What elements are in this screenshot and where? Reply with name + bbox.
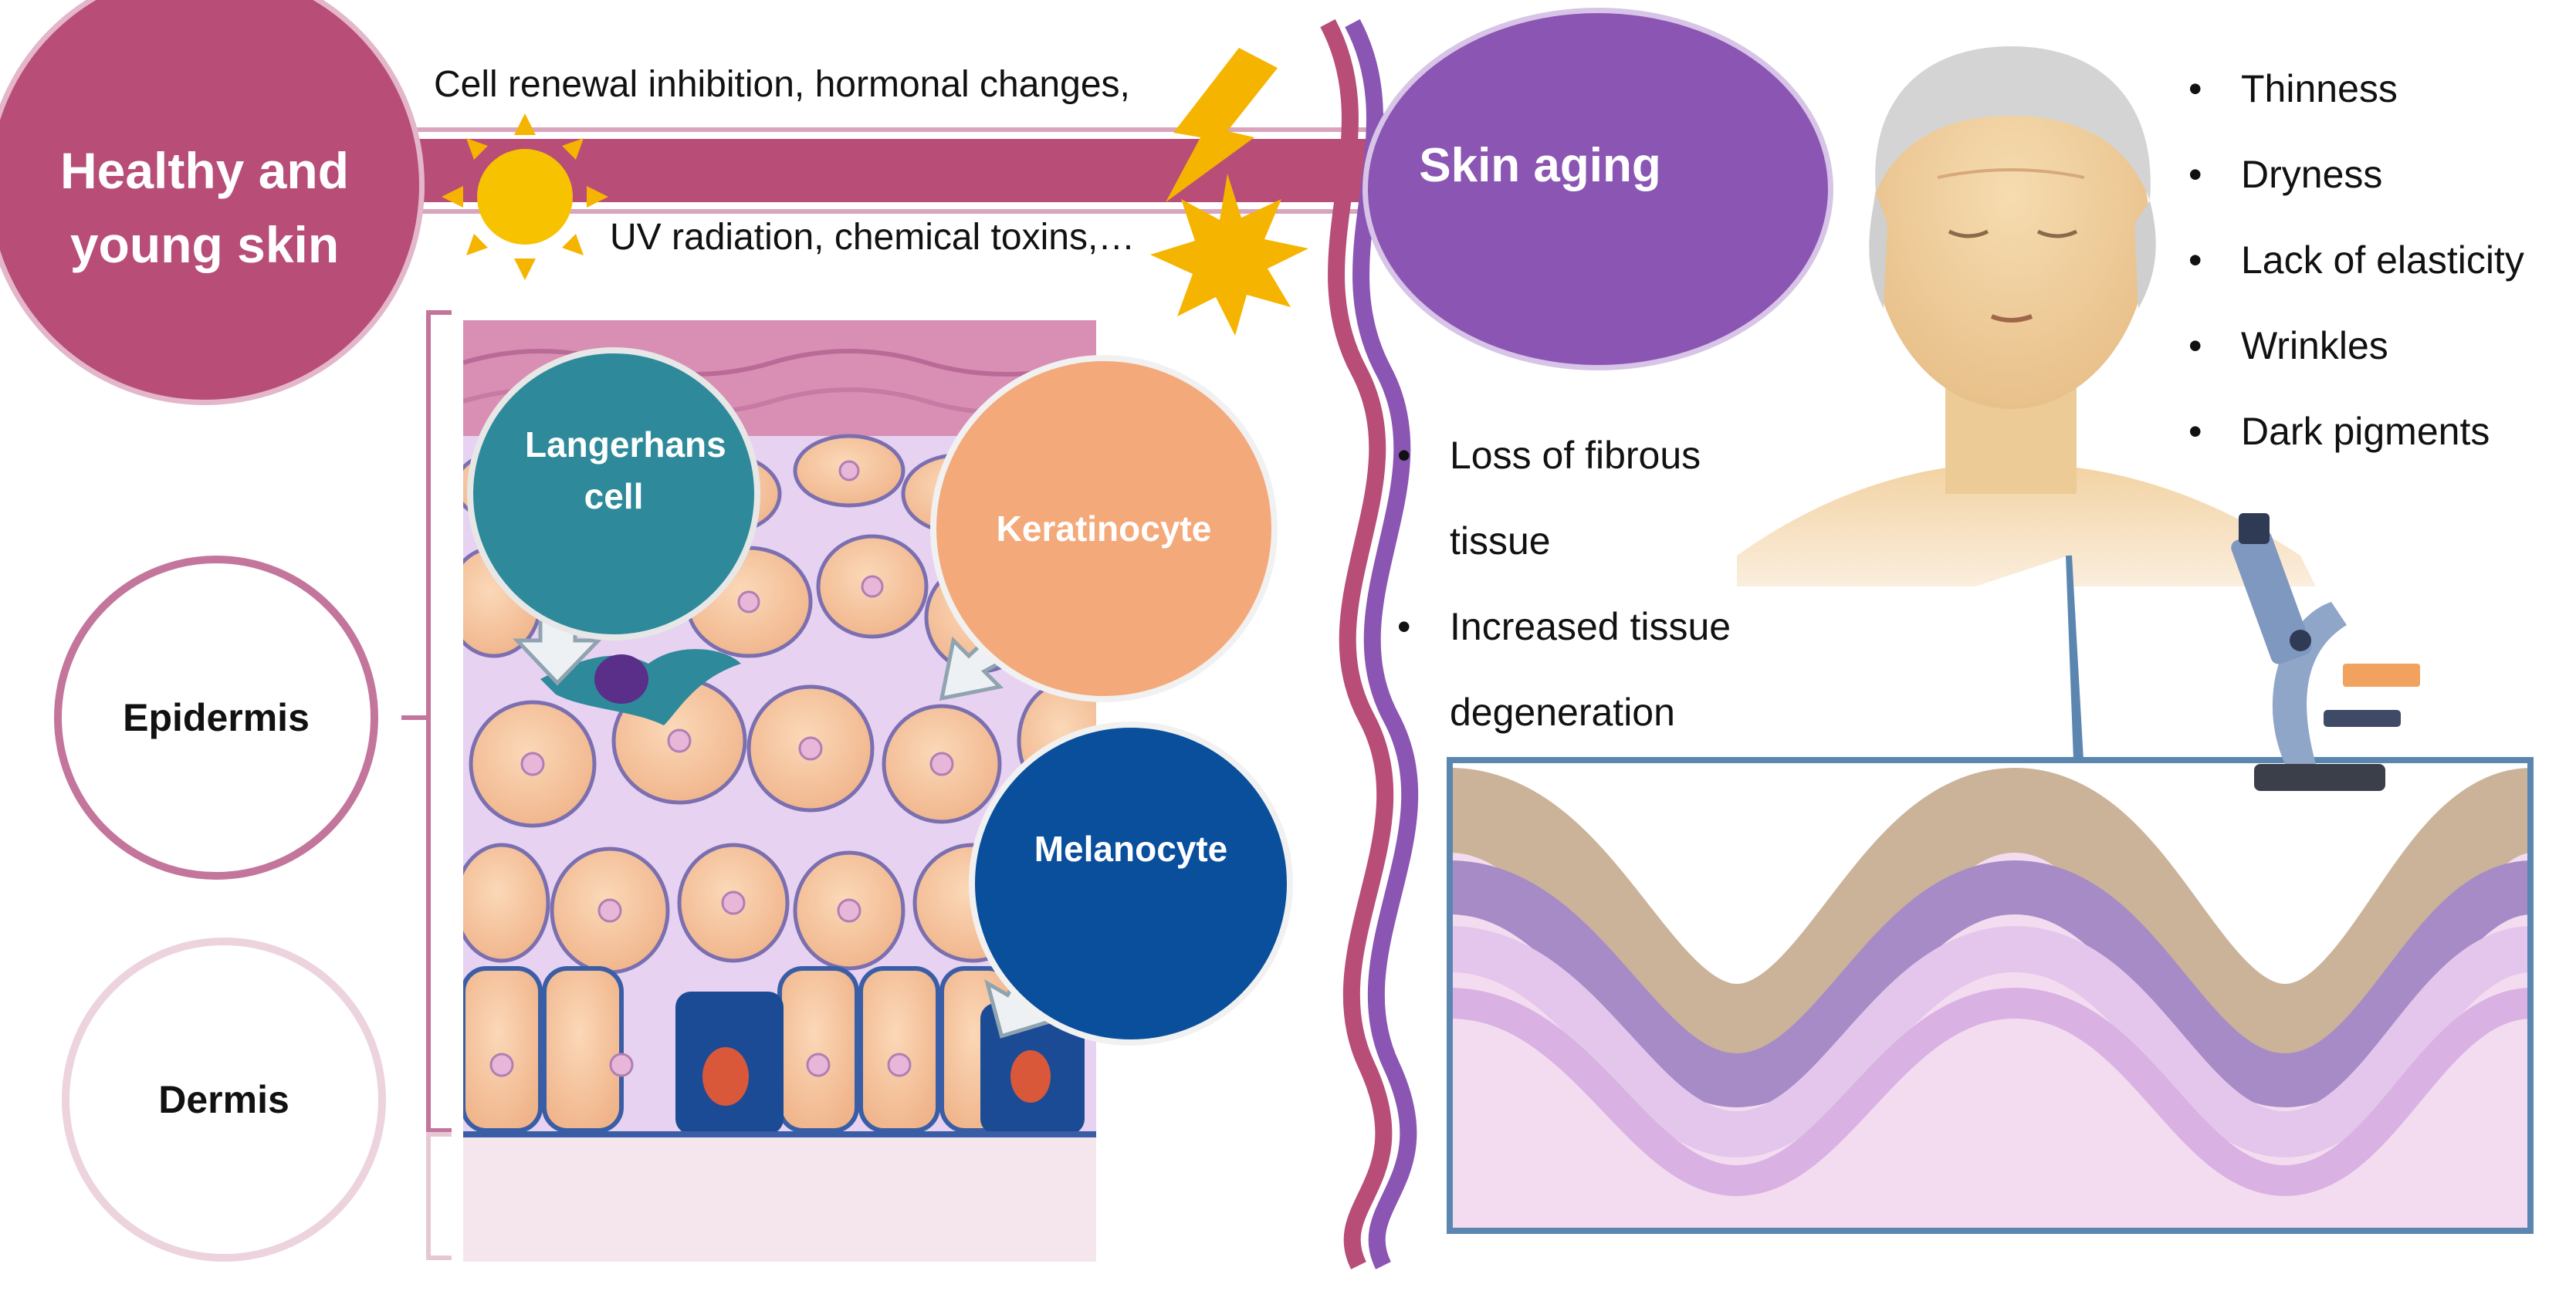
- dermis-bubble: Dermis: [62, 938, 386, 1262]
- elderly-person-illustration: [1737, 46, 2316, 586]
- epidermis-label: Epidermis: [123, 695, 310, 739]
- langerhans-cell-label: Langerhans cell: [525, 424, 726, 516]
- aging-signs-list: Thinness Dryness Lack of elasticity Wrin…: [2188, 46, 2524, 475]
- healthy-young-skin-label: Healthy and young skin: [59, 142, 350, 273]
- tissue-change-item: Loss of fibrous tissue: [1397, 413, 1774, 584]
- melanocyte-label: Melanocyte: [1034, 828, 1228, 869]
- factors-line-1: Cell renewal inhibition, hormonal change…: [434, 64, 1130, 105]
- aging-sign-item: Dark pigments: [2188, 389, 2524, 475]
- factors-line-2: UV radiation, chemical toxins,…: [610, 217, 1136, 258]
- wavy-divider: [1320, 19, 1419, 1269]
- starburst-icon: [1150, 174, 1308, 336]
- melanocyte-bubble: Melanocyte: [969, 722, 1293, 1046]
- aging-sign-item: Wrinkles: [2188, 303, 2524, 389]
- skin-aging-label: Skin aging: [1419, 139, 1661, 193]
- skin-aging-bubble: Skin aging: [1362, 8, 1833, 370]
- lightning-icon: [1166, 48, 1278, 202]
- epidermis-bubble: Epidermis: [54, 556, 378, 880]
- healthy-young-skin-bubble: Healthy and young skin: [0, 0, 425, 405]
- dermis-label: Dermis: [158, 1077, 289, 1121]
- langerhans-cell-bubble: Langerhans cell: [467, 347, 760, 640]
- aging-sign-item: Thinness: [2188, 46, 2524, 132]
- layer-brackets: [401, 310, 452, 1260]
- aging-sign-item: Dryness: [2188, 132, 2524, 218]
- keratinocyte-bubble: Keratinocyte: [930, 355, 1278, 702]
- sun-icon: [442, 113, 608, 280]
- microscope-icon: [2231, 513, 2420, 791]
- tissue-changes-list: Loss of fibrous tissue Increased tissue …: [1397, 413, 1774, 755]
- tissue-change-item: Increased tissue degeneration: [1397, 584, 1774, 755]
- aging-sign-item: Lack of elasticity: [2188, 218, 2524, 303]
- keratinocyte-label: Keratinocyte: [996, 508, 1212, 549]
